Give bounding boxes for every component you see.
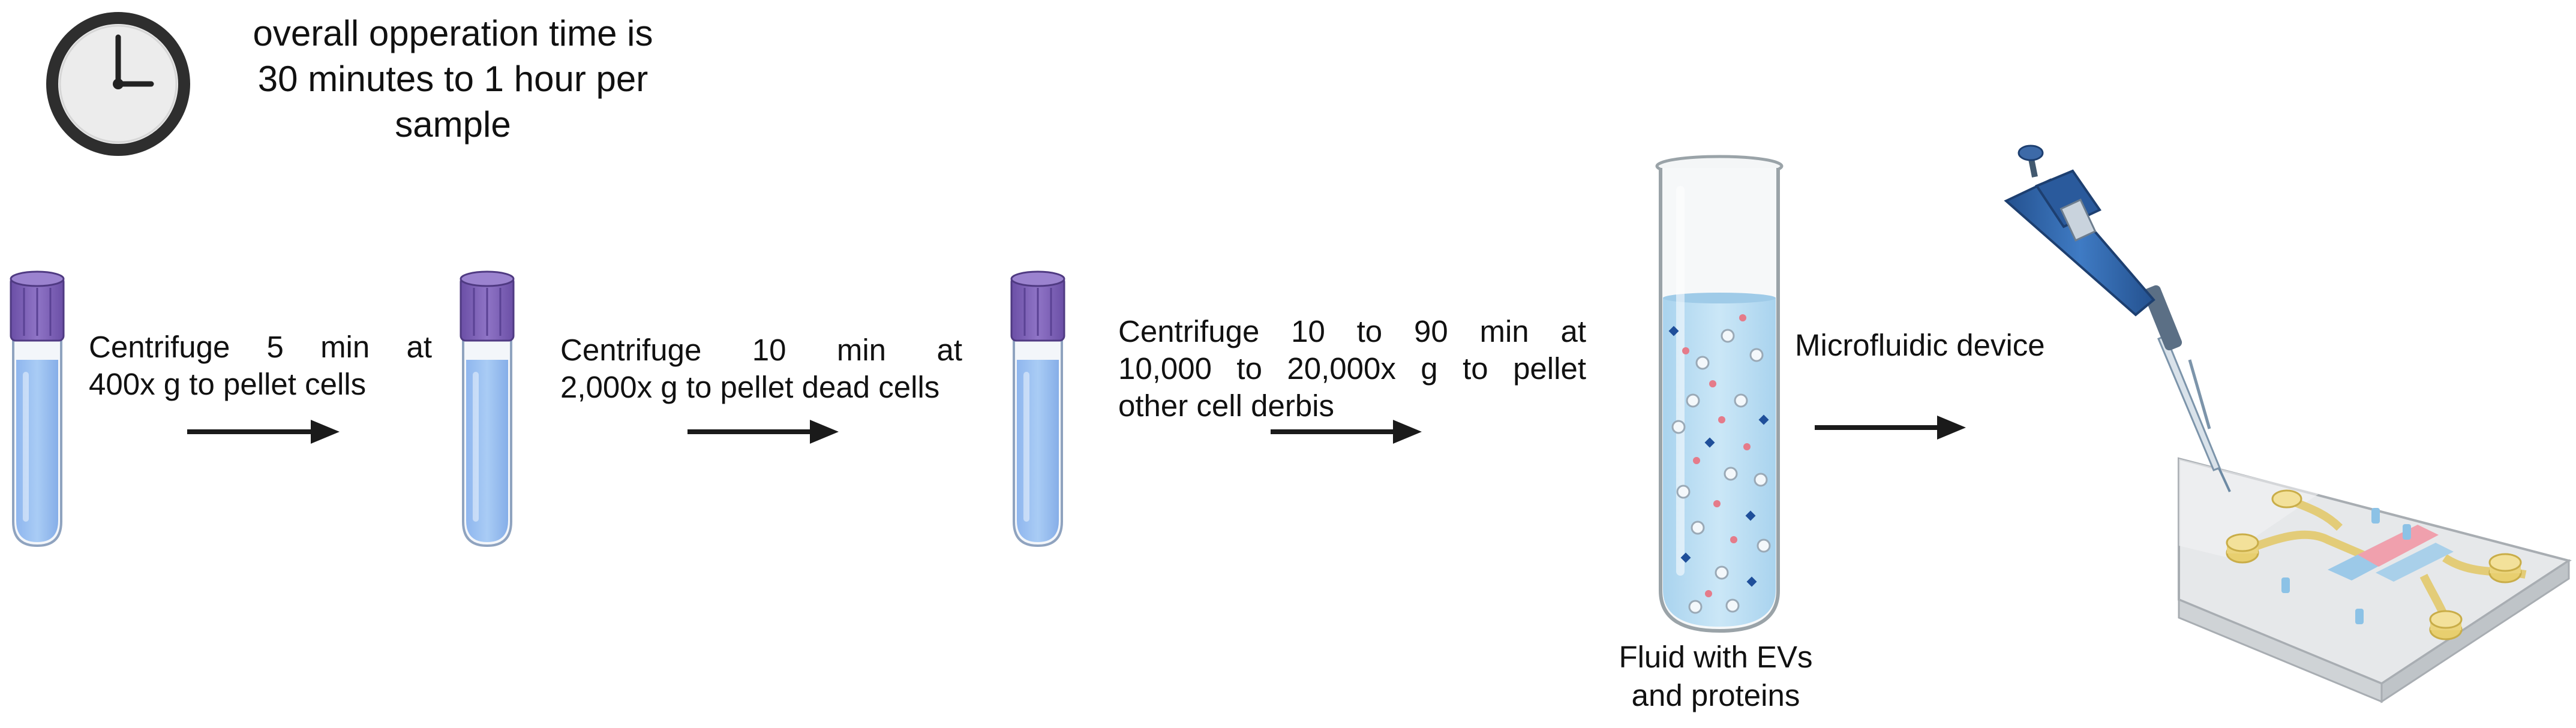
particle [1688,600,1703,614]
arrow-right-icon [1815,416,1966,440]
step-1-instructions: Centrifuge 5 min at 400x g to pellet cel… [89,329,432,403]
particle [1680,552,1691,563]
particle [1704,437,1715,448]
particle [1734,393,1748,408]
fluid-label-line: and proteins [1631,678,1800,712]
particle [1686,393,1700,408]
particle [1725,598,1740,613]
arrow-right-icon [187,420,340,444]
microfluidic-device-label: Microfluidic device [1795,328,2045,362]
particle [1721,329,1735,343]
particle [1693,457,1700,464]
particle [1757,539,1771,553]
particle [1682,347,1689,354]
step-line: other cell derbis [1118,389,1335,423]
particle [1746,576,1757,587]
fluid-label-line: Fluid with EVs [1619,640,1813,674]
step-3-instructions: Centrifuge 10 to 90 min at 10,000 to 20,… [1118,313,1586,425]
step-line: 400x g to pellet cells [89,367,367,401]
step-line: Centrifuge 5 min at [89,330,432,364]
step-line: 10,000 to 20,000x g to pellet [1118,351,1586,386]
step-2-instructions: Centrifuge 10 min at 2,000x g to pellet … [560,332,962,406]
operation-time-line: 30 minutes to 1 hour per [257,59,648,99]
fluid-label: Fluid with EVs and proteins [1584,638,1848,715]
particle [1754,473,1768,487]
step-line: 2,000x g to pellet dead cells [560,370,940,404]
particle [1730,536,1737,543]
blood-tube-icon [1010,270,1065,547]
particle [1758,414,1769,425]
arrow-right-icon [687,420,839,444]
microfluidic-chip-icon [2178,457,2572,703]
particle [1745,510,1756,521]
particle [1749,348,1764,362]
particle [1695,356,1710,370]
operation-time-line: sample [395,104,511,145]
particle [1713,500,1721,507]
particle [1739,314,1746,321]
particle [1676,485,1691,499]
blood-tube-icon [460,270,515,547]
step-line: Centrifuge 10 min at [560,333,962,367]
particle [1743,443,1751,450]
particle [1705,590,1712,597]
blood-tube-icon [10,270,65,547]
pipette-icon [2004,145,2231,492]
particle [1691,521,1705,535]
particle [1671,420,1686,434]
particle [1718,416,1725,423]
test-tube-icon [1655,155,1784,633]
particle [1668,326,1679,336]
particle [1724,467,1738,481]
step-line: Centrifuge 10 to 90 min at [1118,314,1586,348]
operation-time-line: overall opperation time is [253,13,653,53]
particle [1715,565,1729,580]
arrow-right-icon [1271,420,1422,444]
operation-time-note: overall opperation time is 30 minutes to… [204,11,702,148]
clock-icon [46,12,190,156]
particle [1709,380,1716,387]
